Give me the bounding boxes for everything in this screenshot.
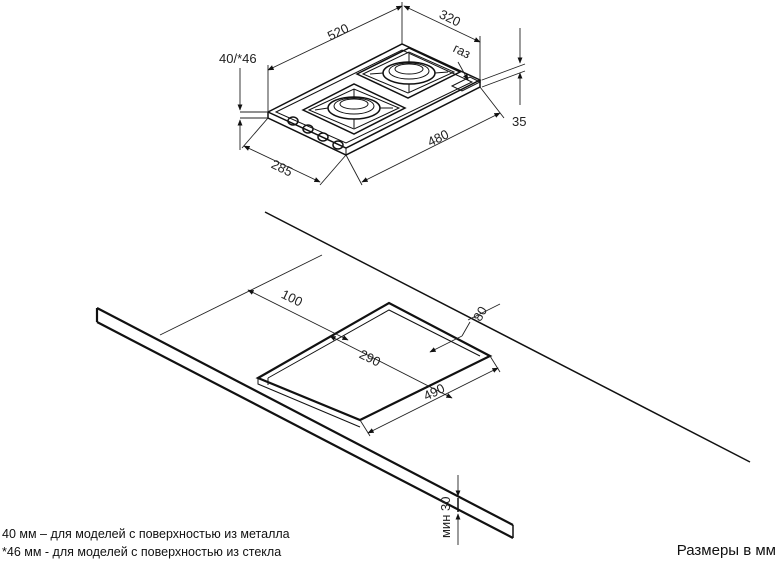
burner-back <box>355 47 462 99</box>
knob-icon <box>302 124 314 134</box>
dim-290: 290 <box>357 346 383 369</box>
dim-480: 480 <box>425 126 451 149</box>
gas-label: газ <box>451 40 473 61</box>
cutout-view: 100 80 290 490 мин 30 <box>95 211 751 545</box>
countertop-front-edge <box>96 307 514 526</box>
control-knobs <box>287 116 344 150</box>
dim-100: 100 <box>279 286 305 309</box>
burner-front <box>301 83 407 135</box>
dim-40-46: 40/*46 <box>219 51 257 66</box>
dim-80: 80 <box>470 304 490 324</box>
units-label: Размеры в мм <box>676 542 776 559</box>
dim-35: 35 <box>512 114 526 129</box>
dim-520: 520 <box>325 20 351 43</box>
knob-icon <box>332 140 344 150</box>
note-metal: 40 мм – для моделей с поверхностью из ме… <box>2 527 290 541</box>
knob-icon <box>287 116 299 126</box>
note-glass: *46 мм - для моделей с поверхностью из с… <box>2 545 282 559</box>
dim-min-30: мин 30 <box>438 497 453 538</box>
hob-view: 520 320 газ 40/*46 35 480 285 <box>219 2 526 186</box>
dim-285: 285 <box>269 156 295 179</box>
knob-icon <box>317 132 329 142</box>
hob-front-edge <box>267 80 481 156</box>
countertop-back-edge <box>264 211 751 463</box>
dim-320: 320 <box>437 6 463 29</box>
